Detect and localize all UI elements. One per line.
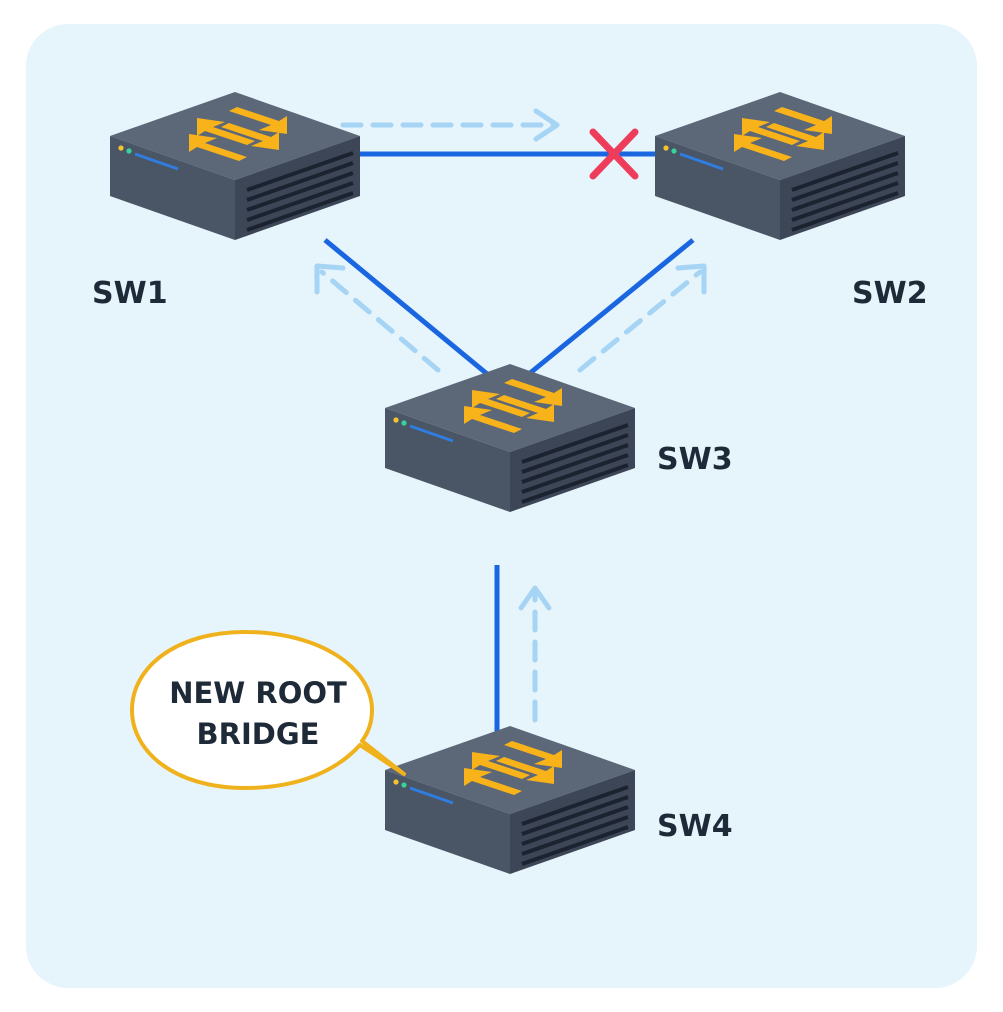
- flow-arrows: [314, 108, 707, 723]
- switch-label-sw3: SW3: [657, 442, 733, 477]
- dashed-arrow-icon: [314, 263, 441, 373]
- dashed-arrow-icon: [340, 108, 560, 142]
- link-sw1-sw3: [323, 238, 494, 380]
- dashed-arrow-icon: [518, 585, 552, 723]
- switch-label-sw1: SW1: [92, 276, 168, 311]
- callout-bubble: NEW ROOT BRIDGE: [130, 630, 406, 790]
- x-mark-icon: [589, 128, 639, 180]
- callout-line-2: BRIDGE: [197, 717, 320, 751]
- callout-line-1: NEW ROOT: [169, 676, 347, 710]
- switch-label-sw4: SW4: [657, 809, 733, 844]
- link-sw2-sw3: [522, 238, 695, 380]
- dashed-arrow-icon: [577, 263, 707, 373]
- switch-label-sw2: SW2: [852, 276, 928, 311]
